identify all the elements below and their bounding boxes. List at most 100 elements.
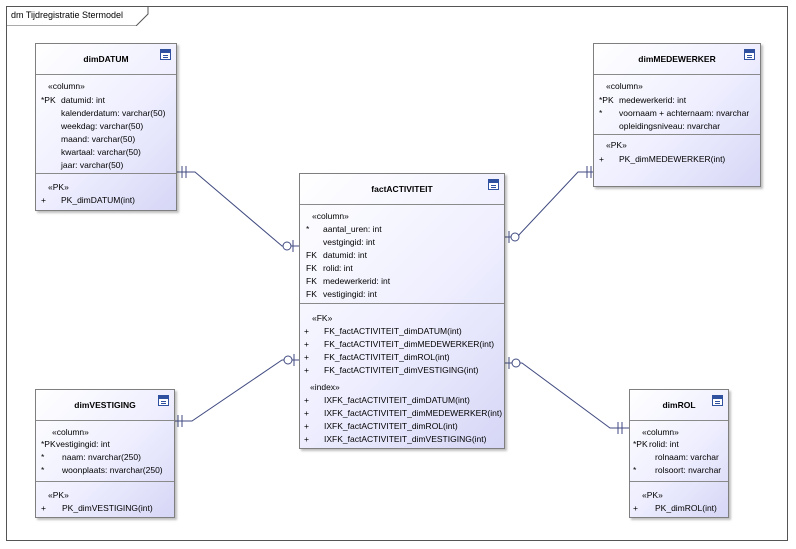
visibility-marker: + bbox=[41, 195, 46, 205]
table-icon bbox=[712, 395, 723, 406]
stereotype-label: «FK» bbox=[312, 313, 333, 323]
key-marker: FK bbox=[306, 289, 317, 299]
fk-index-section: «FK» + FK_factACTIVITEIT_dimDATUM(int) + F… bbox=[300, 303, 504, 450]
column-text: opleidingsniveau: nvarchar bbox=[619, 121, 721, 131]
key-marker: *PK bbox=[41, 439, 56, 449]
column-text: datumid: int bbox=[61, 95, 105, 105]
columns-section: «column» *PK datumid: int kalenderdatum: … bbox=[36, 75, 176, 173]
stereotype-label: «column» bbox=[606, 81, 643, 91]
visibility-marker: + bbox=[304, 352, 309, 362]
entity-title: dimVESTIGING bbox=[74, 400, 136, 410]
entity-header: dimDATUM bbox=[36, 44, 176, 75]
column-text: datumid: int bbox=[323, 250, 367, 260]
column-text: rolid: int bbox=[649, 439, 679, 449]
stereotype-label: «PK» bbox=[606, 140, 627, 150]
column-text: aantal_uren: int bbox=[323, 224, 382, 234]
visibility-marker: + bbox=[304, 395, 309, 405]
entity-title: dimDATUM bbox=[83, 54, 129, 64]
stereotype-label: «index» bbox=[310, 382, 340, 392]
entity-title: factACTIVITEIT bbox=[371, 184, 433, 194]
entity-header: dimMEDEWERKER bbox=[594, 44, 760, 75]
visibility-marker: + bbox=[304, 421, 309, 431]
stereotype-label: «column» bbox=[52, 427, 89, 437]
pk-section: «PK» + PK_dimMEDEWERKER(int) bbox=[594, 134, 760, 175]
visibility-marker: + bbox=[599, 154, 604, 164]
column-text: medewerkerid: int bbox=[323, 276, 391, 286]
relation-rol-fact bbox=[505, 362, 629, 429]
visibility-marker: + bbox=[41, 503, 46, 513]
diagram-frame bbox=[6, 6, 788, 541]
operation-text: IXFK_factACTIVITEIT_dimMEDEWERKER(int) bbox=[324, 408, 503, 418]
relation-datum-fact bbox=[177, 171, 299, 247]
stereotype-label: «column» bbox=[312, 211, 349, 221]
table-icon bbox=[158, 395, 169, 406]
operation-text: PK_dimVESTIGING(int) bbox=[62, 503, 153, 513]
operation-text: FK_factACTIVITEIT_dimVESTIGING(int) bbox=[324, 365, 479, 375]
table-icon bbox=[744, 49, 755, 60]
column-text: vestigingid: int bbox=[323, 289, 377, 299]
visibility-marker: + bbox=[304, 365, 309, 375]
entity-header: dimROL bbox=[630, 390, 728, 421]
operation-text: FK_factACTIVITEIT_dimDATUM(int) bbox=[324, 326, 462, 336]
operation-text: PK_dimROL(int) bbox=[655, 503, 717, 513]
pk-section: «PK» + PK_dimVESTIGING(int) bbox=[36, 481, 174, 519]
operation-text: IXFK_factACTIVITEIT_dimDATUM(int) bbox=[324, 395, 470, 405]
column-text: kalenderdatum: varchar(50) bbox=[61, 108, 166, 118]
entity-title: dimROL bbox=[662, 400, 696, 410]
relation-vestiging-fact bbox=[175, 359, 299, 422]
relation-medewerker-fact bbox=[505, 171, 593, 238]
operation-text: PK_dimDATUM(int) bbox=[61, 195, 135, 205]
operation-text: FK_factACTIVITEIT_dimROL(int) bbox=[324, 352, 450, 362]
column-text: vestigingid: int bbox=[56, 439, 110, 449]
visibility-marker: + bbox=[304, 408, 309, 418]
key-marker: FK bbox=[306, 276, 317, 286]
key-marker: FK bbox=[306, 263, 317, 273]
stereotype-label: «PK» bbox=[642, 490, 663, 500]
entity-header: dimVESTIGING bbox=[36, 390, 174, 421]
column-text: kwartaal: varchar(50) bbox=[61, 147, 141, 157]
key-marker: * bbox=[306, 224, 310, 234]
key-marker: * bbox=[599, 108, 603, 118]
stereotype-label: «column» bbox=[48, 81, 85, 91]
stereotype-label: «PK» bbox=[48, 182, 69, 192]
entity-title: dimMEDEWERKER bbox=[638, 54, 716, 64]
column-text: voornaam + achternaam: nvarchar bbox=[619, 108, 750, 118]
column-text: woonplaats: nvarchar(250) bbox=[62, 465, 163, 475]
entity-fact-activiteit[interactable]: factACTIVITEIT «column» * aantal_uren: in… bbox=[299, 173, 505, 449]
operation-text: IXFK_factACTIVITEIT_dimVESTIGING(int) bbox=[324, 434, 487, 444]
column-text: naam: nvarchar(250) bbox=[62, 452, 141, 462]
entity-dim-datum[interactable]: dimDATUM «column» *PK datumid: int kalend… bbox=[35, 43, 177, 211]
visibility-marker: + bbox=[304, 339, 309, 349]
column-text: maand: varchar(50) bbox=[61, 134, 136, 144]
diagram-title: dm Tijdregistratie Stermodel bbox=[11, 10, 124, 20]
pk-section: «PK» + PK_dimDATUM(int) bbox=[36, 173, 176, 212]
key-marker: FK bbox=[306, 250, 317, 260]
key-marker: * bbox=[633, 465, 637, 475]
operation-text: FK_factACTIVITEIT_dimMEDEWERKER(int) bbox=[324, 339, 495, 349]
visibility-marker: + bbox=[304, 434, 309, 444]
column-text: weekdag: varchar(50) bbox=[61, 121, 144, 131]
stereotype-label: «column» bbox=[642, 427, 679, 437]
column-text: rolsoort: nvarchar bbox=[655, 465, 722, 475]
key-marker: *PK bbox=[633, 439, 648, 449]
column-text: rolid: int bbox=[323, 263, 353, 273]
pk-section: «PK» + PK_dimROL(int) bbox=[630, 481, 728, 519]
column-text: jaar: varchar(50) bbox=[61, 160, 124, 170]
operation-text: PK_dimMEDEWERKER(int) bbox=[619, 154, 726, 164]
columns-section: «column» *aantal_uren: int vestgingid: i… bbox=[300, 205, 504, 303]
visibility-marker: + bbox=[633, 503, 638, 513]
key-marker: * bbox=[41, 452, 45, 462]
visibility-marker: + bbox=[304, 326, 309, 336]
table-icon bbox=[488, 179, 499, 190]
stereotype-label: «PK» bbox=[48, 490, 69, 500]
key-marker: *PK bbox=[41, 95, 56, 105]
operation-text: IXFK_factACTIVITEIT_dimROL(int) bbox=[324, 421, 458, 431]
column-text: rolnaam: varchar bbox=[655, 452, 719, 462]
key-marker: * bbox=[41, 465, 45, 475]
